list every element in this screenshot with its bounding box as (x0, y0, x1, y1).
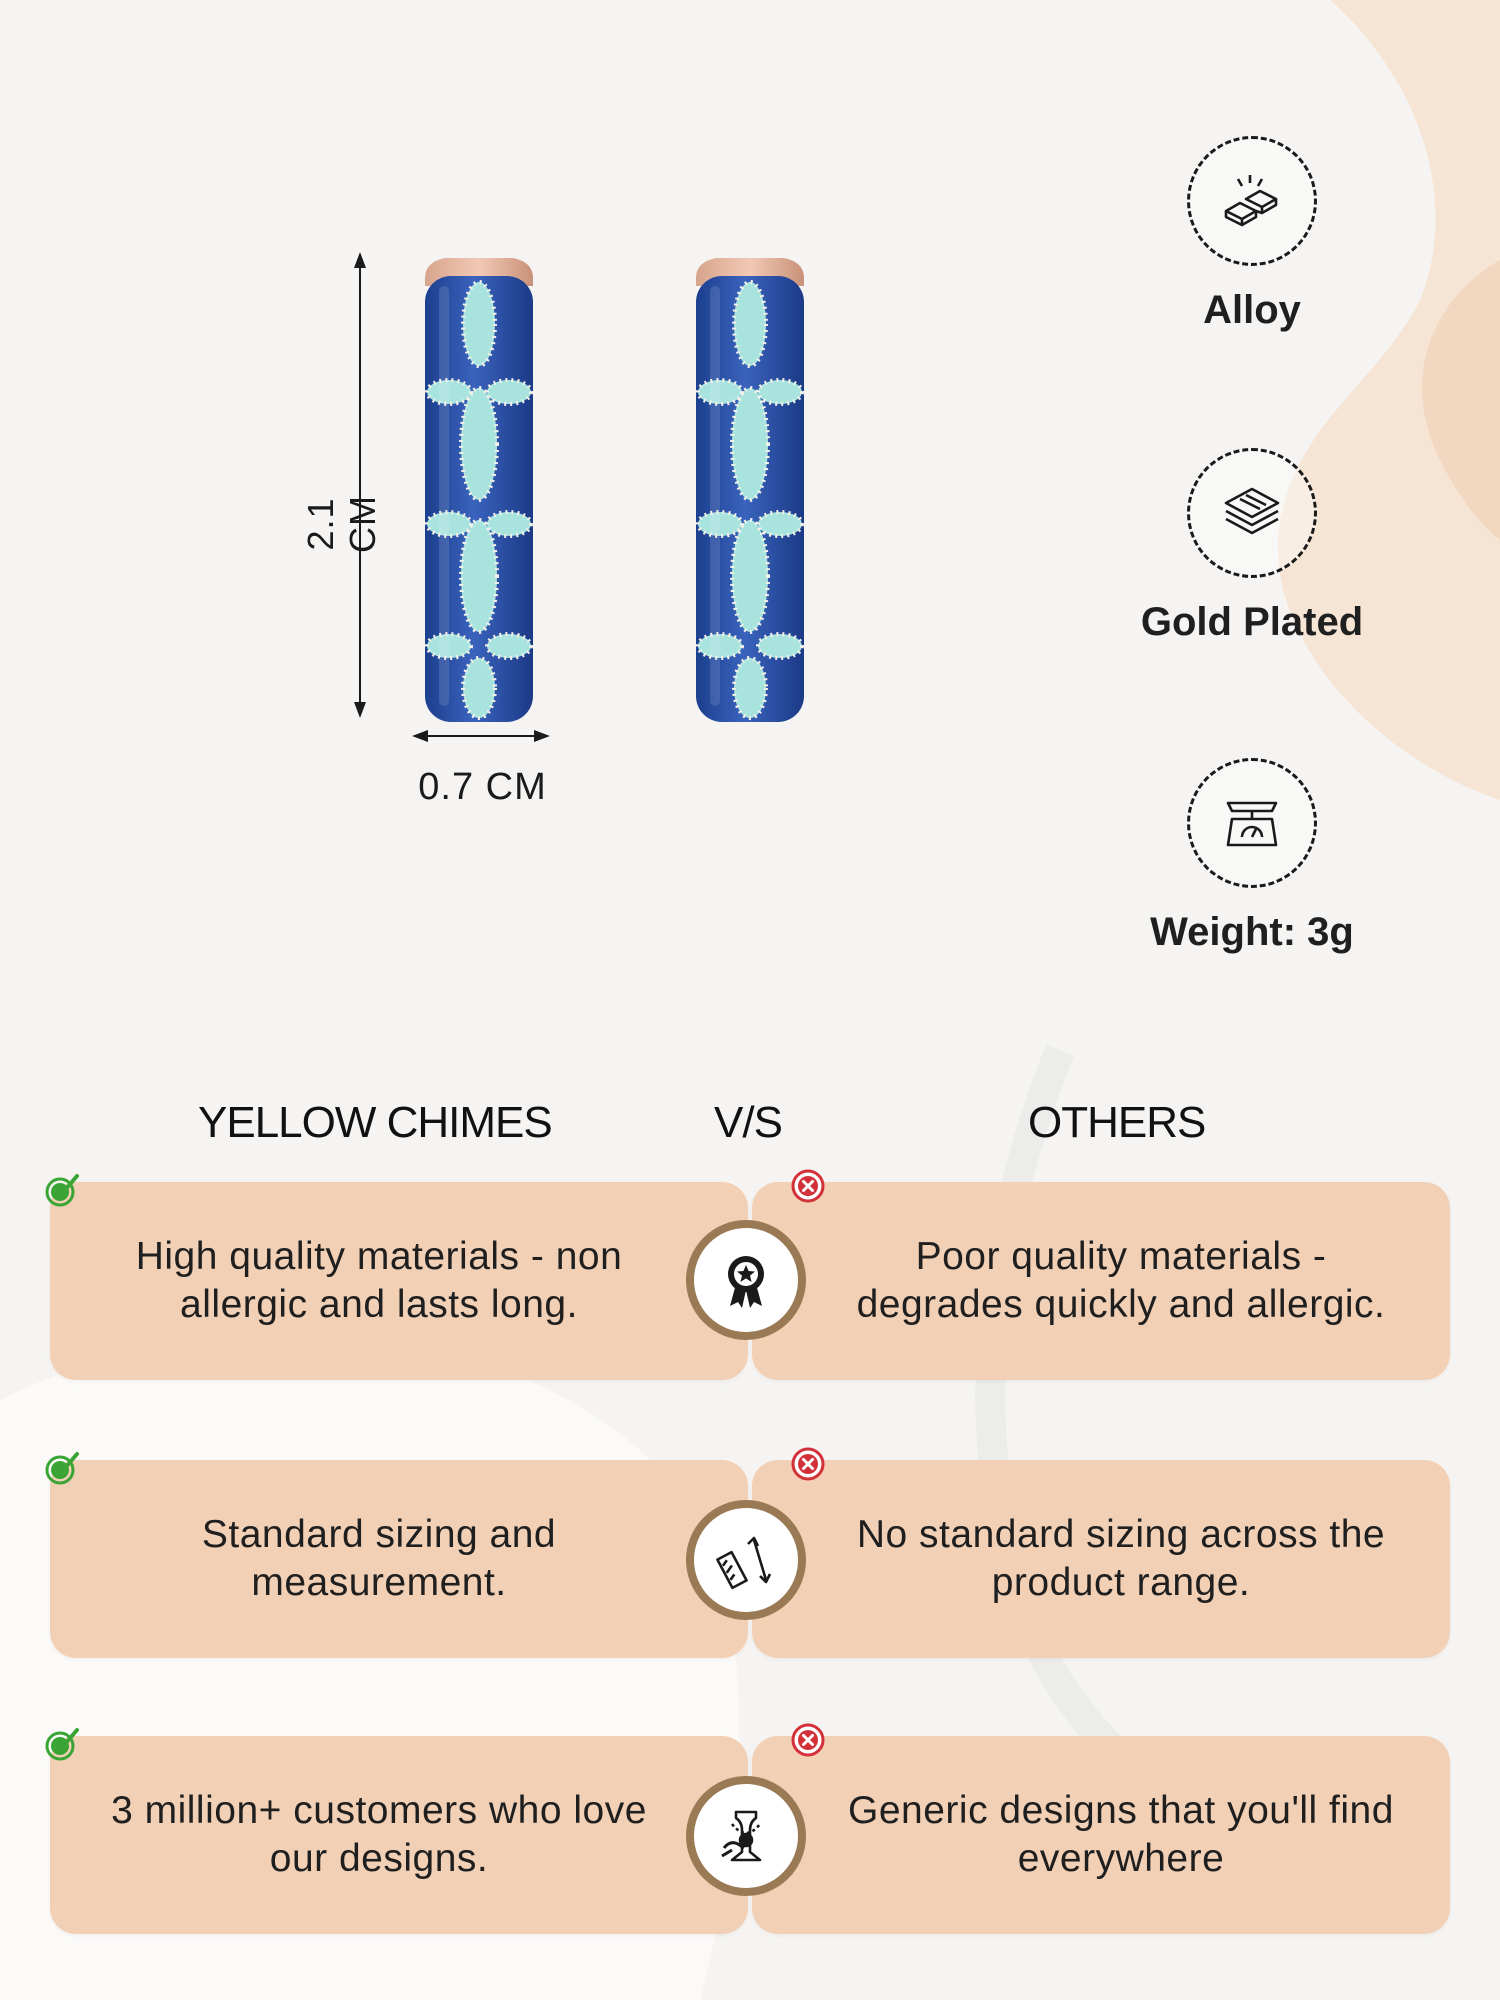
weighing-scale-icon (1187, 758, 1317, 888)
others-text-1: Poor quality materials - degrades quickl… (856, 1235, 1386, 1326)
ruler-measure-icon (686, 1500, 806, 1620)
feature-weight: Weight: 3g (1122, 758, 1382, 955)
ours-text-2: Standard sizing and measurement. (201, 1513, 557, 1604)
ours-card-1: High quality materials - non allergic an… (50, 1182, 748, 1380)
others-text-2: No standard sizing across the product ra… (856, 1513, 1386, 1604)
others-card-1: Poor quality materials - degrades quickl… (752, 1182, 1450, 1380)
check-icon (45, 1174, 79, 1207)
others-column-header: OTHERS (1028, 1098, 1206, 1147)
feature-label-gold-plated: Gold Plated (1140, 600, 1364, 644)
ours-card-3: 3 million+ customers who love our design… (50, 1736, 748, 1934)
quality-badge-icon (686, 1220, 806, 1340)
earrings-product-image (354, 252, 806, 742)
feature-label-weight: Weight: 3g (1150, 910, 1354, 954)
jewelry-display-icon (686, 1776, 806, 1896)
check-icon (45, 1452, 79, 1485)
ours-text-3: 3 million+ customers who love our design… (111, 1789, 647, 1880)
left-earring (423, 256, 535, 724)
width-dimension-label: 0.7 CM (418, 766, 547, 808)
cross-icon (791, 1723, 825, 1757)
feature-gold-plated: Gold Plated (1122, 448, 1382, 645)
height-dimension-label: 2.1 CM (300, 495, 383, 553)
right-earring (694, 256, 806, 724)
height-dimension-arrow (354, 252, 366, 718)
brand-column-header: YELLOW CHIMES (198, 1098, 553, 1147)
others-text-3: Generic designs that you'll find everywh… (848, 1789, 1394, 1880)
vs-header: V/S (714, 1098, 783, 1147)
check-icon (45, 1728, 79, 1761)
ours-text-1: High quality materials - non allergic an… (135, 1235, 623, 1326)
feature-label-alloy: Alloy (1203, 288, 1301, 332)
cross-icon (791, 1169, 825, 1203)
ours-card-2: Standard sizing and measurement. (50, 1460, 748, 1658)
cross-icon (791, 1447, 825, 1481)
width-dimension-arrow (412, 730, 550, 742)
others-card-2: No standard sizing across the product ra… (752, 1460, 1450, 1658)
feature-alloy: Alloy (1122, 136, 1382, 333)
gold-bars-icon (1187, 136, 1317, 266)
others-card-3: Generic designs that you'll find everywh… (752, 1736, 1450, 1934)
layers-icon (1187, 448, 1317, 578)
